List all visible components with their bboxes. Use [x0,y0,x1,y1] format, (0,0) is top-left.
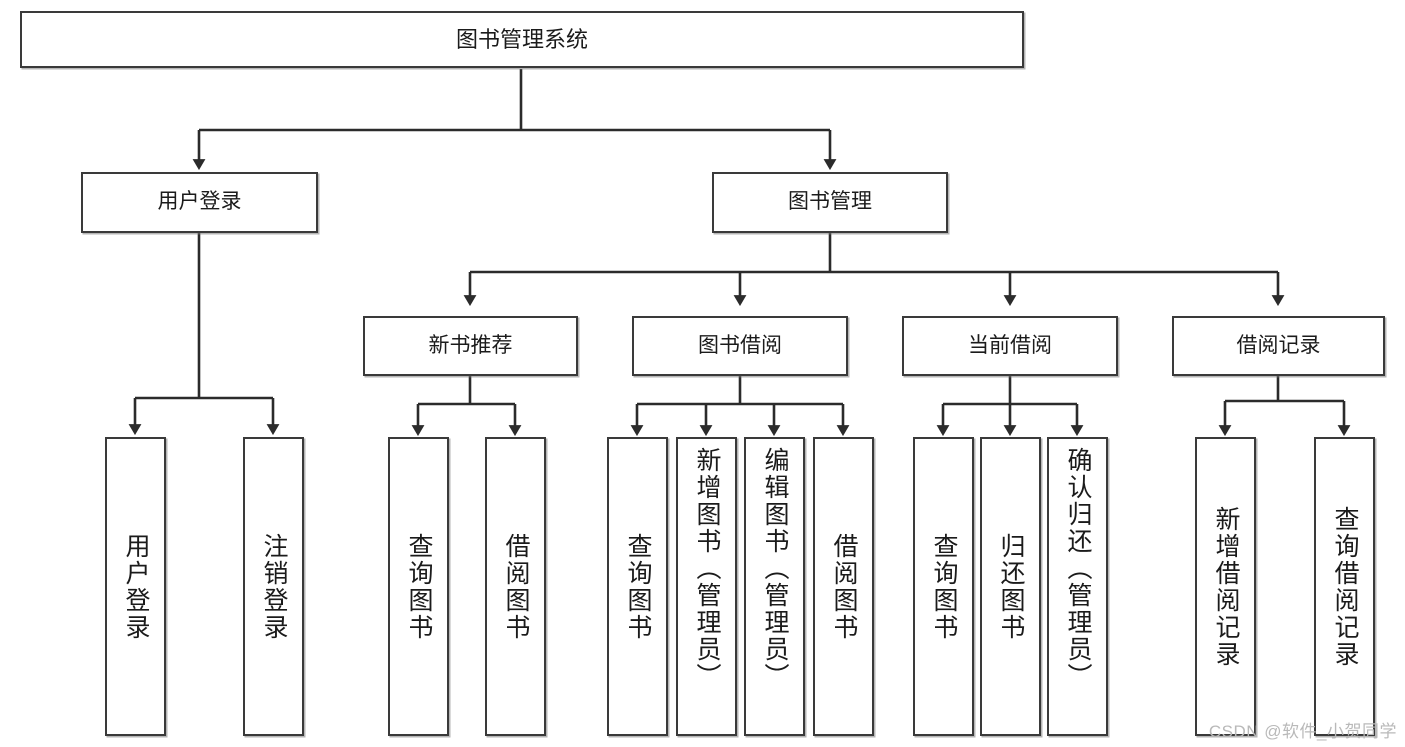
node-book-borrow[interactable]: 图书借阅 [632,316,848,376]
leaf-borrow-book-1-label: 借阅图书 [502,532,530,641]
node-root-label: 图书管理系统 [455,26,588,52]
node-new-book-recommend-label: 新书推荐 [428,333,513,357]
node-root[interactable]: 图书管理系统 [20,11,1024,68]
node-current-borrow-label: 当前借阅 [968,333,1052,357]
leaf-add-book-label: 新增图书（管理员） [693,447,721,690]
leaf-borrow-book-1[interactable]: 借阅图书 [485,437,546,736]
leaf-confirm-return-label: 确认归还（管理员） [1064,447,1092,690]
leaf-query-book-3-label: 查询图书 [930,532,958,641]
node-book-management-label: 图书管理 [788,190,872,214]
leaf-add-book[interactable]: 新增图书（管理员） [676,437,737,736]
node-book-borrow-label: 图书借阅 [698,333,782,357]
leaf-query-book-1-label: 查询图书 [405,532,433,641]
leaf-borrow-book-2-label: 借阅图书 [830,532,858,641]
node-borrow-record-label: 借阅记录 [1236,333,1321,357]
node-user-login[interactable]: 用户登录 [81,172,318,233]
leaf-query-book-2-label: 查询图书 [624,532,652,641]
leaf-query-record-label: 查询借阅记录 [1331,505,1359,668]
leaf-query-book-1[interactable]: 查询图书 [388,437,449,736]
leaf-query-record[interactable]: 查询借阅记录 [1314,437,1375,736]
leaf-edit-book-label: 编辑图书（管理员） [761,447,789,690]
leaf-borrow-book-2[interactable]: 借阅图书 [813,437,874,736]
leaf-return-book-label: 归还图书 [997,532,1025,641]
leaf-user-login-label: 用户登录 [122,532,150,641]
leaf-user-login[interactable]: 用户登录 [105,437,166,736]
node-current-borrow[interactable]: 当前借阅 [902,316,1118,376]
node-user-login-label: 用户登录 [157,190,242,214]
leaf-confirm-return[interactable]: 确认归还（管理员） [1047,437,1108,736]
leaf-add-record[interactable]: 新增借阅记录 [1195,437,1256,736]
leaf-add-record-label: 新增借阅记录 [1212,505,1240,668]
leaf-logout[interactable]: 注销登录 [243,437,304,736]
leaf-query-book-2[interactable]: 查询图书 [607,437,668,736]
node-new-book-recommend[interactable]: 新书推荐 [363,316,578,376]
leaf-edit-book[interactable]: 编辑图书（管理员） [744,437,805,736]
node-borrow-record[interactable]: 借阅记录 [1172,316,1385,376]
leaf-query-book-3[interactable]: 查询图书 [913,437,974,736]
node-book-management[interactable]: 图书管理 [712,172,948,233]
leaf-return-book[interactable]: 归还图书 [980,437,1041,736]
leaf-logout-label: 注销登录 [260,532,288,641]
